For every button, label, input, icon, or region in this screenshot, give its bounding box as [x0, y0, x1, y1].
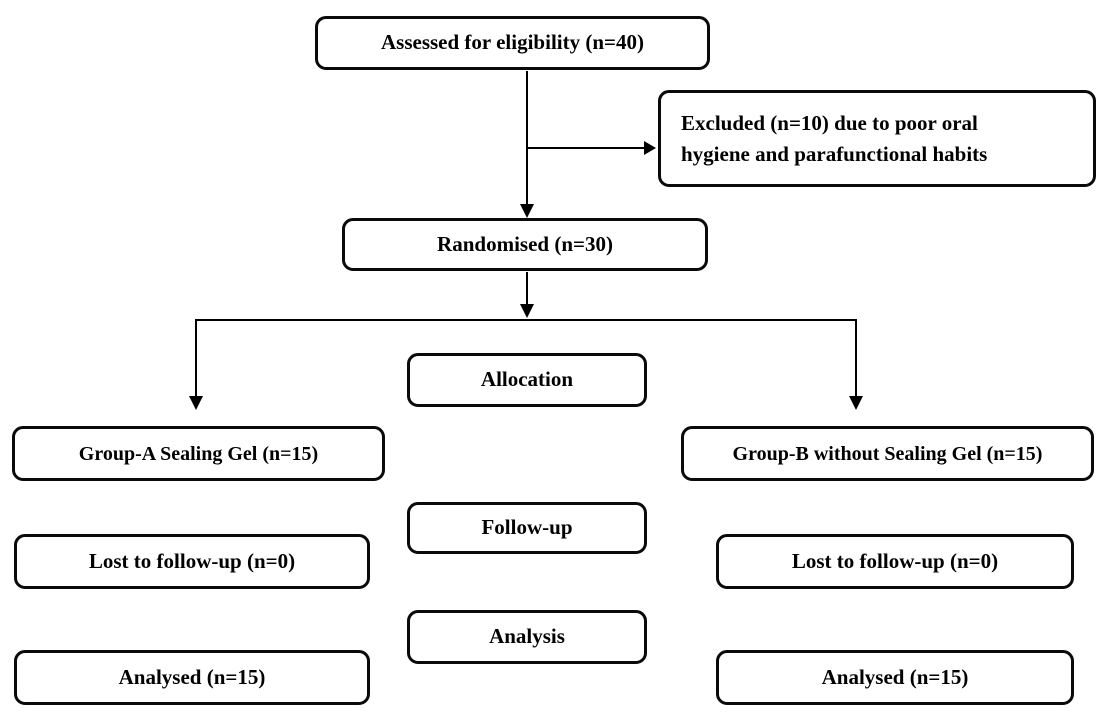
flow-box-lost-b-label: Lost to follow-up (n=0): [791, 548, 999, 573]
flow-box-lost-to-follow-up-b: Lost to follow-up (n=0): [716, 534, 1074, 589]
flow-box-lost-a-label: Lost to follow-up (n=0): [88, 548, 296, 573]
flow-box-follow-up: Follow-up: [407, 502, 647, 554]
flow-box-analysed-a-label: Analysed (n=15): [118, 664, 266, 689]
flow-box-excluded-label: Excluded (n=10) due to poor oral hygiene…: [681, 111, 988, 166]
arrowhead-down-group-a: [189, 396, 203, 410]
flow-box-randomised-label: Randomised (n=30): [437, 231, 613, 256]
flow-box-analysed-b: Analysed (n=15): [716, 650, 1074, 705]
flow-box-assessed: Assessed for eligibility (n=40): [315, 16, 710, 70]
arrowhead-down-split: [520, 304, 534, 318]
flow-box-lost-to-follow-up-a: Lost to follow-up (n=0): [14, 534, 370, 589]
flow-box-follow-up-label: Follow-up: [481, 515, 573, 540]
arrowhead-right-excluded: [644, 141, 656, 155]
flow-box-group-b-label: Group-B without Sealing Gel (n=15): [732, 442, 1043, 465]
flow-box-allocation-label: Allocation: [480, 367, 574, 392]
flow-box-analysed-b-label: Analysed (n=15): [821, 664, 969, 689]
arrowhead-down-group-b: [849, 396, 863, 410]
flow-box-group-a-label: Group-A Sealing Gel (n=15): [78, 442, 319, 465]
arrowhead-down-randomised: [520, 204, 534, 218]
flow-box-analysed-a: Analysed (n=15): [14, 650, 370, 705]
flow-box-group-b: Group-B without Sealing Gel (n=15): [681, 426, 1094, 481]
flow-box-excluded: Excluded (n=10) due to poor oral hygiene…: [658, 90, 1096, 187]
flow-box-analysis: Analysis: [407, 610, 647, 664]
flow-box-analysis-label: Analysis: [489, 624, 565, 649]
flow-box-randomised: Randomised (n=30): [342, 218, 708, 271]
flow-box-assessed-label: Assessed for eligibility (n=40): [381, 30, 644, 55]
flow-box-group-a: Group-A Sealing Gel (n=15): [12, 426, 385, 481]
flow-box-allocation: Allocation: [407, 353, 647, 407]
